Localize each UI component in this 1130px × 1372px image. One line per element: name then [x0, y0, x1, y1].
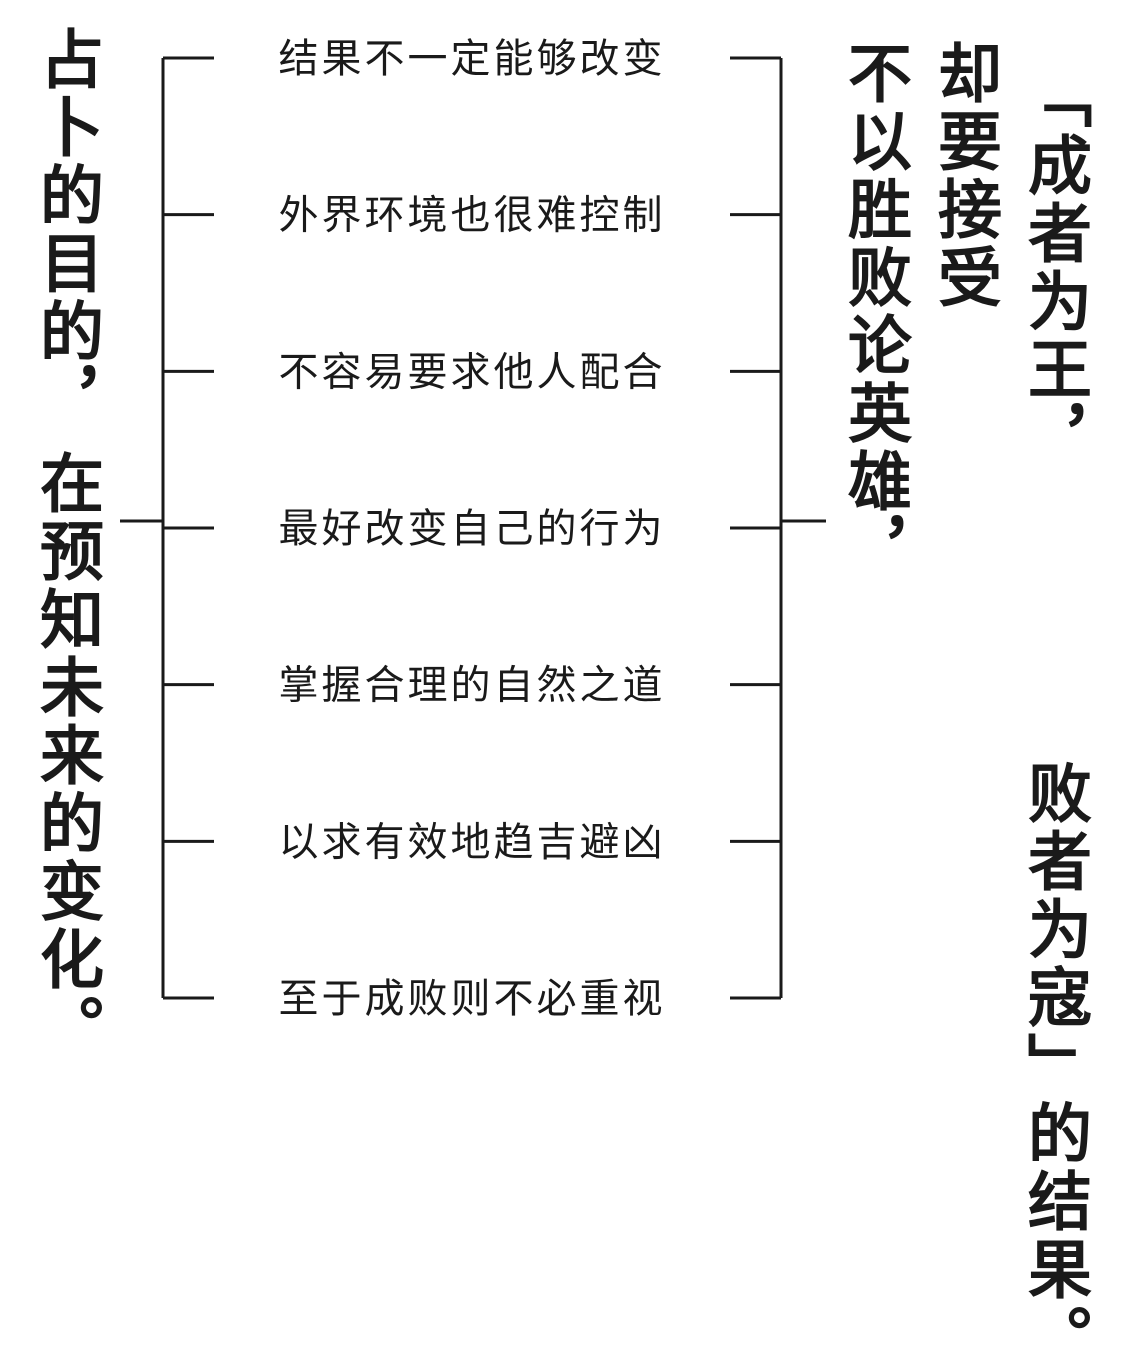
- left-vertical-text-2: 在预知未来的变化。: [29, 450, 104, 1062]
- branch-label: 最好改变自己的行为: [279, 506, 666, 552]
- right-vertical-text-1: 不以胜败论英雄，: [837, 40, 912, 584]
- left-vertical-text-1: 占卜的目的，: [29, 26, 104, 434]
- branch-label: 不容易要求他人配合: [279, 349, 666, 395]
- branch-group: 结果不一定能够改变外界环境也很难控制不容易要求他人配合最好改变自己的行为掌握合理…: [163, 36, 781, 1022]
- branch-label: 外界环境也很难控制: [279, 193, 666, 239]
- branch-label: 至于成败则不必重视: [279, 976, 666, 1022]
- branch-label: 结果不一定能够改变: [279, 36, 666, 82]
- right-vertical-text-4: 败者为寇」的结果。: [1017, 760, 1092, 1372]
- right-vertical-text-2: 却要接受: [927, 40, 1002, 312]
- bracket-diagram: 结果不一定能够改变外界环境也很难控制不容易要求他人配合最好改变自己的行为掌握合理…: [120, 36, 826, 1022]
- divination-diagram: 占卜的目的， 在预知未来的变化。 结果不一定能够改变外界环境也很难控制不容易要求…: [29, 26, 1092, 1372]
- branch-label: 以求有效地趋吉避凶: [279, 819, 666, 865]
- right-vertical-text-3: 「成者为王，: [1017, 64, 1092, 472]
- branch-label: 掌握合理的自然之道: [279, 663, 666, 709]
